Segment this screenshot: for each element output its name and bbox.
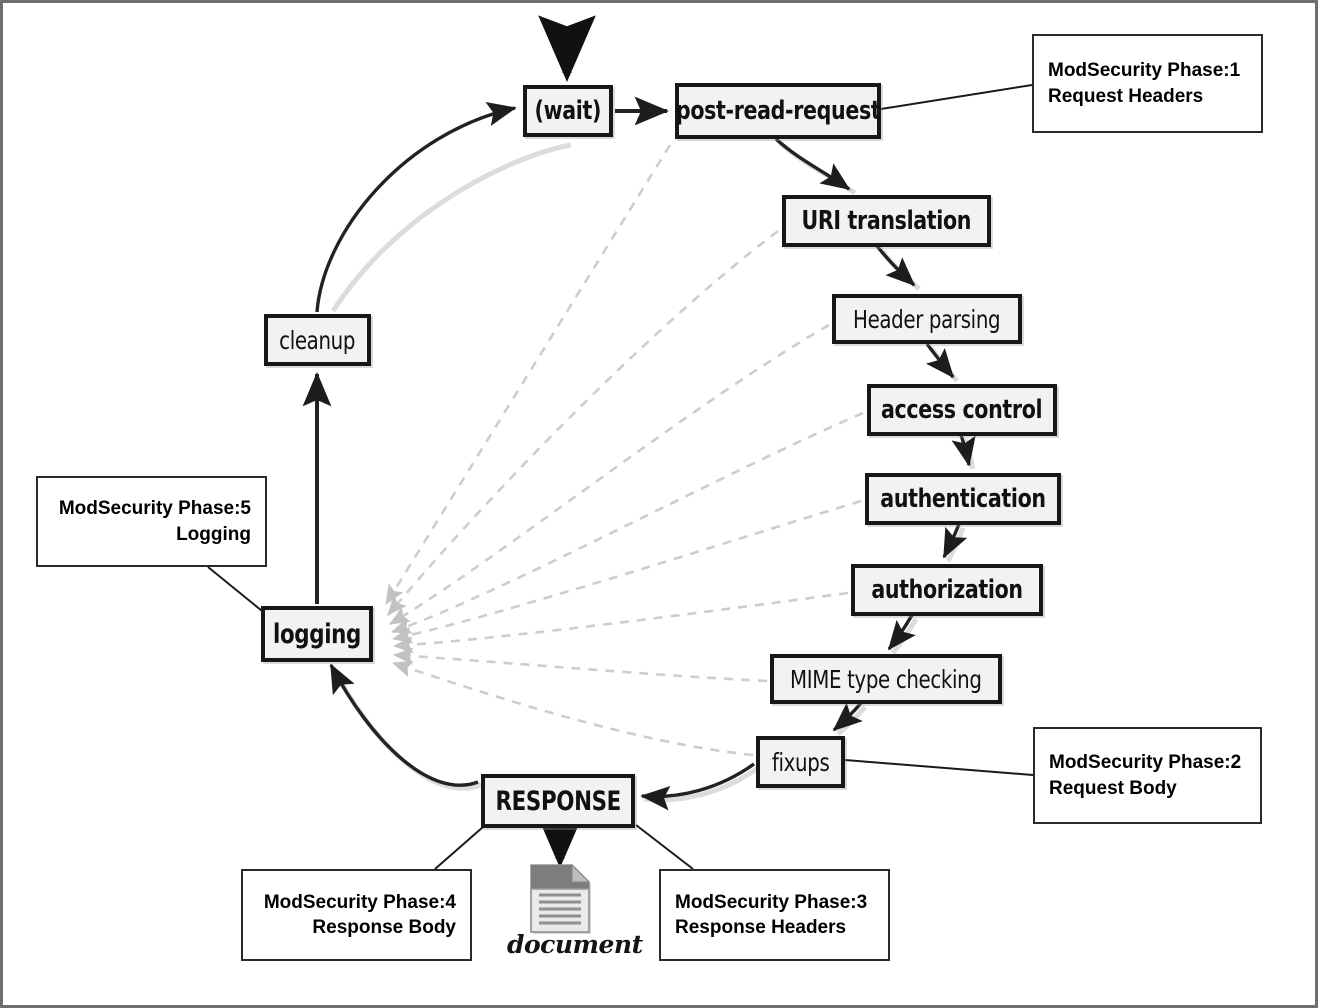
logging-dashed-edges [384,144,864,757]
edge-mime-type-checking-to-fixups [832,701,863,732]
callout-phase-1: ModSecurity Phase:1 Request Headers [1032,34,1263,133]
leader-line-phase-2 [844,759,1034,776]
callout-phase-3-line-1: ModSecurity Phase:3 [675,891,868,913]
node-wait-label: (wait) [534,96,602,126]
node-authentication[interactable]: authentication [865,473,1061,525]
edge-mime-type-checking-to-logging [392,647,768,683]
node-header-parsing[interactable]: Header parsing [832,294,1022,344]
node-access-control[interactable]: access control [867,384,1057,436]
edge-access-control-to-authentication [951,434,976,467]
edge-response-to-logging [329,663,479,787]
connector-layer [207,15,1034,870]
callout-phase-2-line-2: Request Body [1049,777,1177,799]
edge-uri-translation-to-logging [387,229,779,616]
callout-leader-lines [207,84,1034,870]
node-authorization[interactable]: authorization [851,564,1043,616]
callout-phase-2: ModSecurity Phase:2 Request Body [1033,727,1262,824]
callout-phase-5: ModSecurity Phase:5 Logging [36,476,267,567]
edge-uri-translation-to-header-parsing [875,244,916,287]
node-post-read-request[interactable]: post-read-request [675,83,881,139]
callout-phase-4-line-2: Response Body [312,917,456,938]
callout-phase-3: ModSecurity Phase:3 Response Headers [659,869,890,961]
edge-cleanup-to-wait [315,102,517,313]
callout-phase-4-line-1: ModSecurity Phase:4 [263,891,456,913]
callout-phase-3-line-2: Response Headers [675,917,847,938]
main-flow-edges [302,96,976,811]
node-uri-translation[interactable]: URI translation [782,195,991,247]
node-wait[interactable]: (wait) [523,85,613,137]
leader-line-phase-1 [880,84,1033,110]
callout-phase-1-line-1: ModSecurity Phase:1 [1048,60,1241,82]
document-icon [530,863,591,934]
edge-fixups-to-response [640,762,755,811]
edge-authorization-to-logging [392,591,849,654]
node-cleanup-label: cleanup [279,325,356,355]
node-authentication-label: authentication [880,484,1046,514]
document-icon-label: document [507,930,643,959]
node-header-parsing-label: Header parsing [853,304,1001,334]
callout-phase-1-line-2: Request Headers [1048,85,1204,107]
edge-post-read-request-to-logging [384,144,672,605]
leader-line-phase-5 [207,566,268,616]
node-mime-type-checking-label: MIME type checking [790,664,982,694]
edge-post-read-request-to-uri-translation [774,137,851,191]
node-mime-type-checking[interactable]: MIME type checking [770,654,1002,704]
edge-authentication-to-logging [391,499,862,644]
callout-phase-5-line-1: ModSecurity Phase:5 [58,498,251,520]
node-authorization-label: authorization [871,575,1023,605]
edge-fixups-to-logging [392,660,754,757]
edge-header-parsing-to-access-control [925,342,955,379]
node-fixups[interactable]: fixups [756,736,845,788]
node-post-read-request-label: post-read-request [675,96,881,126]
node-access-control-label: access control [881,395,1043,425]
callout-phase-4: ModSecurity Phase:4 Response Body [241,869,472,961]
leader-line-phase-3 [635,824,694,870]
node-uri-translation-label: URI translation [801,206,972,236]
edge-authentication-to-authorization [942,523,968,559]
callout-phase-2-line-1: ModSecurity Phase:2 [1049,752,1242,774]
node-fixups-label: fixups [771,747,830,777]
edge-access-control-to-logging [391,411,864,634]
node-logging-label: logging [273,618,361,650]
edge-authorization-to-mime-type-checking [887,614,916,651]
callout-phase-5-line-2: Logging [176,523,251,545]
leader-line-phase-4 [434,826,484,870]
node-response-label: RESPONSE [495,785,621,817]
edge-header-parsing-to-logging [389,323,830,626]
node-cleanup[interactable]: cleanup [264,314,371,366]
node-response[interactable]: RESPONSE [481,774,635,828]
node-logging[interactable]: logging [261,606,373,662]
